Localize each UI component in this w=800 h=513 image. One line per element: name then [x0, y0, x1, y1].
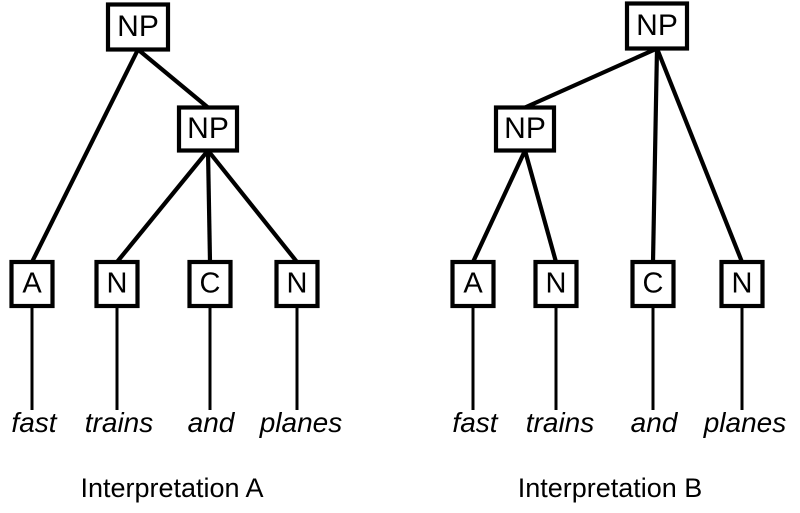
terminal-word-trains: trains	[526, 407, 594, 438]
tree-node-label-a-adj: A	[22, 268, 42, 300]
tree-node-box-b-n1[interactable]	[533, 259, 579, 309]
tree-edge-a-np2-to-a-conj	[205, 150, 213, 263]
tree-node-label-a-n2: N	[287, 268, 308, 300]
tree-edge-a-root-to-a-adj	[30, 48, 140, 263]
tree-node-label-b-conj: C	[643, 268, 664, 300]
terminal-word-planes: planes	[703, 407, 787, 438]
tree-node-box-a-adj[interactable]	[9, 259, 55, 309]
tree-node-label-a-root: NP	[117, 10, 159, 43]
tree-node-box-a-conj[interactable]	[187, 259, 233, 309]
tree-node-label-a-conj: C	[200, 268, 221, 300]
tree-edge-b-root-to-b-conj	[650, 48, 660, 263]
tree-node-box-a-n2[interactable]	[274, 259, 320, 309]
tree-node-box-a-root[interactable]	[105, 2, 171, 52]
terminal-word-fast: fast	[452, 407, 498, 438]
terminal-word-and: and	[188, 407, 236, 438]
tree-edge-b-root-to-b-n2	[655, 47, 744, 263]
tree-node-box-a-n1[interactable]	[94, 259, 140, 309]
tree-edge-b-np2-to-b-adj	[471, 149, 527, 263]
terminal-word-fast: fast	[11, 407, 57, 438]
tree-node-label-b-adj: A	[463, 268, 483, 300]
terminal-word-planes: planes	[259, 407, 343, 438]
terminal-word-and: and	[631, 407, 679, 438]
tree-edge-b-np2-to-b-n1	[522, 149, 559, 263]
tree-edge-a-np2-to-a-n1	[115, 149, 210, 264]
tree-node-box-b-conj[interactable]	[630, 259, 676, 309]
tree-node-box-b-n2[interactable]	[719, 259, 765, 309]
tree-edge-b-root-to-b-np2	[524, 46, 658, 110]
tree-node-label-b-n1: N	[546, 268, 567, 300]
tree-node-box-b-np2[interactable]	[493, 105, 557, 153]
tree-node-box-b-root[interactable]	[624, 1, 690, 51]
caption-interpretation-b: Interpretation B	[518, 473, 703, 503]
tree-edge-a-np2-to-a-n2	[206, 149, 299, 264]
tree-node-box-a-np2[interactable]	[176, 105, 240, 153]
tree-node-label-b-root: NP	[636, 9, 678, 42]
tree-node-label-a-n1: N	[107, 268, 128, 300]
caption-interpretation-a: Interpretation A	[80, 473, 263, 503]
terminal-word-trains: trains	[85, 407, 153, 438]
tree-node-label-b-n2: N	[732, 268, 753, 300]
tree-edge-a-root-to-a-np2	[136, 47, 210, 110]
tree-node-label-b-np2: NP	[504, 112, 546, 145]
tree-node-label-a-np2: NP	[187, 112, 229, 145]
tree-node-box-b-adj[interactable]	[450, 259, 496, 309]
